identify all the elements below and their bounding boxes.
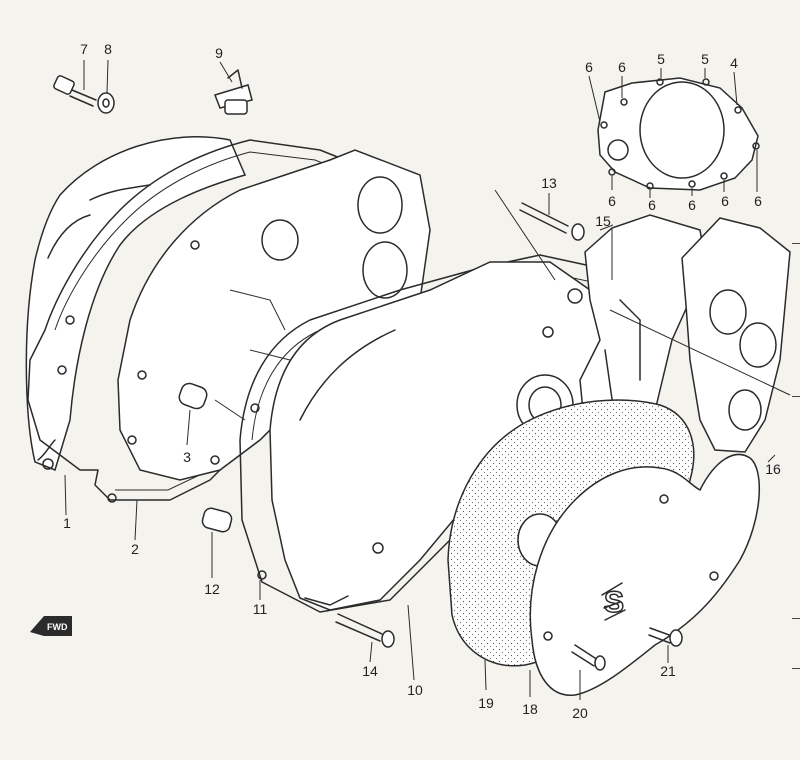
- part-small-cover: [588, 68, 760, 198]
- part-left-crankcase-cover: [25, 136, 247, 472]
- part-bolt-side: [648, 627, 683, 663]
- part-side-cover: [681, 217, 791, 463]
- part-dowel-pin: [178, 382, 208, 446]
- callout-6-g: 6: [754, 193, 762, 209]
- part-oil-filler-cap: [214, 61, 253, 115]
- callout-10: 10: [407, 682, 423, 698]
- manufacturer-logo: S: [604, 586, 624, 619]
- callout-14: 14: [362, 663, 378, 679]
- page-edge-mark: [792, 668, 800, 669]
- page-edge-mark: [792, 243, 800, 244]
- callout-5-b: 5: [701, 51, 709, 67]
- leader-16-guide: [609, 309, 791, 396]
- callout-6-e: 6: [688, 197, 696, 213]
- callout-4: 4: [730, 55, 738, 71]
- callout-6-d: 6: [648, 197, 656, 213]
- callout-9: 9: [215, 45, 223, 61]
- part-dowel-pin-lower: [201, 507, 233, 578]
- leader-15: [599, 224, 614, 231]
- forward-direction-arrow: FWD: [30, 616, 72, 636]
- callout-6-a: 6: [585, 59, 593, 75]
- callout-13: 13: [541, 175, 557, 191]
- callout-16: 16: [765, 461, 781, 477]
- callout-12: 12: [204, 581, 220, 597]
- callout-3: 3: [183, 449, 191, 465]
- callout-19: 19: [478, 695, 494, 711]
- part-cover-gasket: [579, 214, 706, 451]
- part-bolt-14: [335, 613, 395, 663]
- callout-6-f: 6: [721, 193, 729, 209]
- leader-2: [134, 499, 138, 541]
- callout-8: 8: [104, 41, 112, 57]
- part-generator-cover: S: [529, 453, 760, 697]
- part-bolt-top: [53, 60, 97, 107]
- part-bolt-13: [494, 189, 585, 281]
- callout-20: 20: [572, 705, 588, 721]
- leader-1: [64, 474, 67, 516]
- callout-7: 7: [80, 41, 88, 57]
- callout-15: 15: [595, 213, 611, 229]
- part-bolt-cover: [571, 644, 606, 700]
- page-edge-mark: [792, 618, 800, 619]
- callout-6-b: 6: [618, 59, 626, 75]
- callout-11: 11: [253, 601, 268, 617]
- page-edge-mark: [792, 396, 800, 397]
- callout-6-c: 6: [608, 193, 616, 209]
- callout-1: 1: [63, 515, 71, 531]
- fwd-label: FWD: [47, 622, 68, 632]
- callout-21: 21: [660, 663, 676, 679]
- callout-5-a: 5: [657, 51, 665, 67]
- callout-18: 18: [522, 701, 538, 717]
- part-washer: [97, 59, 115, 114]
- callout-2: 2: [131, 541, 139, 557]
